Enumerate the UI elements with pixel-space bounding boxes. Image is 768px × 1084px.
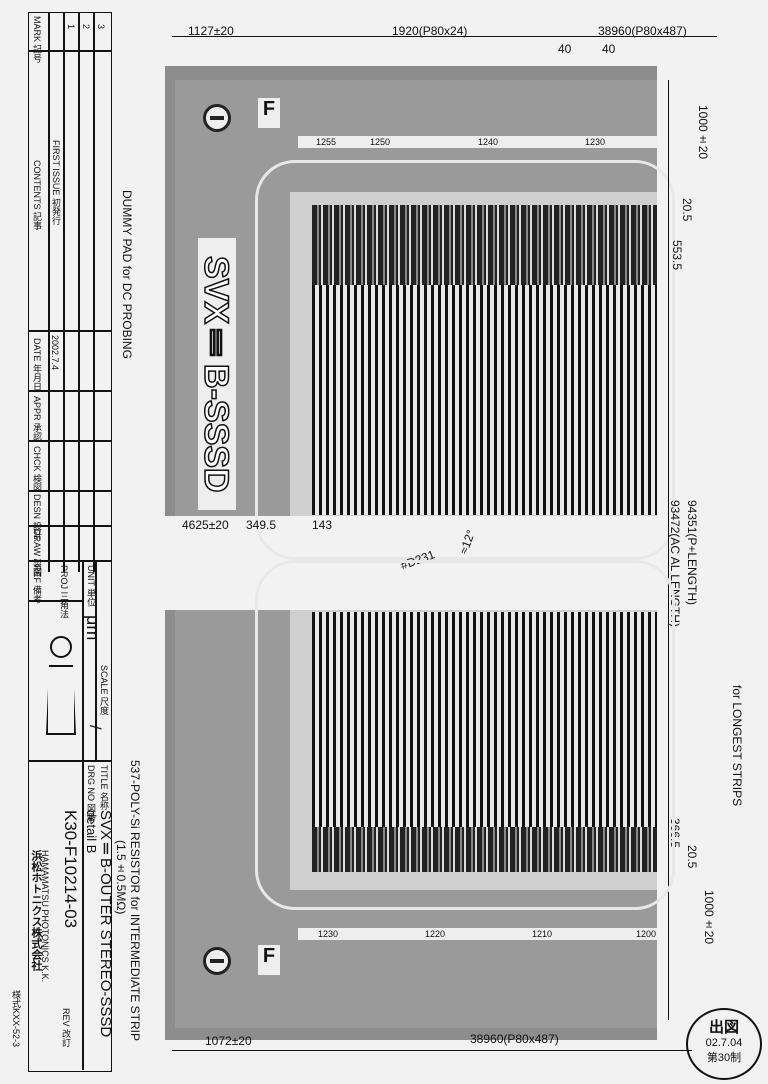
chck-header: CHCK 検図 xyxy=(32,446,42,493)
appr-header: APPR 承認 xyxy=(32,396,42,442)
strip-num-1250: 1250 xyxy=(370,137,391,147)
dim-guard: 349.5 xyxy=(246,518,277,532)
scale-label: SCALE 尺度 xyxy=(99,665,109,716)
company-jp: 浜松ホトニクス株式会社 xyxy=(30,850,42,971)
dummy-pad-label: DUMMY PAD for DC PROBING xyxy=(120,190,134,359)
proj-label: PROJ 三角法 xyxy=(59,565,69,619)
dim-bottom-left: 1072±20 xyxy=(205,1034,252,1048)
drg-label: DRG NO 図番 xyxy=(86,765,96,822)
dim-top-right: 38960(P80x487) xyxy=(598,24,687,38)
stamp-title: 出図 xyxy=(708,1019,739,1036)
scale-value: / xyxy=(86,725,103,730)
bond-pads-top xyxy=(312,205,657,285)
drawing-title-sub: detail B xyxy=(84,810,99,854)
dim-top-mid: 1920(P80x24) xyxy=(392,24,468,38)
title-label: TITLE 名称 xyxy=(99,765,109,811)
strip-num-1240: 1240 xyxy=(478,137,499,147)
fiducial-icon-bottom xyxy=(203,947,231,975)
projection-symbol-icon xyxy=(50,636,72,658)
bond-pads-bottom xyxy=(312,827,657,872)
unit-label: UNIT 単位 xyxy=(86,565,96,607)
dim-right-top: 1000±20 xyxy=(696,105,710,160)
drawing-number: K30-F10214-03 xyxy=(61,810,80,929)
desn-header: DESN 設計 xyxy=(32,494,42,540)
chip-name: SVXⅡB-SSSD xyxy=(196,238,236,510)
strips-bottom xyxy=(312,612,657,827)
fiducial-f-bottom: F xyxy=(258,945,280,975)
dim-offset: 143 xyxy=(312,518,333,532)
dim-pad-bottom: 366.5 xyxy=(668,818,682,849)
rev-mark-3: 3 xyxy=(96,24,106,30)
stamp-date: 02.7.04 xyxy=(705,1037,743,1049)
strip-num-1230-b: 1230 xyxy=(318,929,339,939)
strip-num-1200: 1200 xyxy=(636,929,657,939)
strip-num-1230: 1230 xyxy=(585,137,606,147)
stamp-dept: 第30制 xyxy=(706,1052,742,1064)
rev-mark-2: 2 xyxy=(81,24,91,30)
dim-bottom-right: 38960(P80x487) xyxy=(470,1032,559,1046)
strip-num-1255: 1255 xyxy=(316,137,337,147)
release-stamp: 出図 02.7.04 第30制 xyxy=(686,1008,762,1080)
fiducial-f: F xyxy=(258,98,280,128)
contents-header: CONTENTS 記事 xyxy=(32,160,42,231)
drawing-title: SVXⅡB-OUTER STEREO-SSSD xyxy=(97,810,114,1038)
company-en: HAMAMATSU PHOTONICS K.K. xyxy=(40,850,50,983)
ref-label: REF 備考 xyxy=(32,565,42,604)
first-issue: FIRST ISSUE 初発行 xyxy=(51,140,61,225)
rev-mark-1: 1 xyxy=(66,24,76,30)
dim-gap-top: 20.5 xyxy=(680,198,694,222)
date-value: 2002.7.4 xyxy=(50,335,60,371)
resistor-label: 537-POLY-Si RESISTOR for INTERMEDIATE ST… xyxy=(128,760,142,1041)
dim-pitch-a: 40 xyxy=(558,42,572,56)
dim-pad-top: 553.5 xyxy=(670,240,684,271)
strip-num-1220: 1220 xyxy=(425,929,446,939)
mark-header: MARK 記号 xyxy=(32,16,42,63)
resistor-value: (1.5±0.5MΩ) xyxy=(114,840,128,915)
date-header: DATE 年月日 xyxy=(32,338,42,391)
strips-top xyxy=(312,285,657,515)
dim-edge: 4625±20 xyxy=(182,518,229,532)
fiducial-icon xyxy=(203,104,231,132)
dim-top-left: 1127±20 xyxy=(188,24,234,38)
dim-p-length: 94351(P+LENGTH) xyxy=(685,500,699,606)
dim-gap-bottom: 20.5 xyxy=(685,845,699,869)
title-block xyxy=(28,12,112,1072)
strip-num-1210: 1210 xyxy=(532,929,553,939)
draw-header: DRAW 製図 xyxy=(32,529,42,577)
form-number: 様式KXX-52-3 xyxy=(11,990,21,1048)
longest-strips-label: for LONGEST STRIPS xyxy=(730,685,744,807)
dim-pitch-b: 40 xyxy=(602,42,616,56)
dim-right-bottom: 1000±20 xyxy=(702,890,716,945)
unit-value: μm xyxy=(83,615,103,641)
rev-label: REV 改訂 xyxy=(61,1008,71,1048)
